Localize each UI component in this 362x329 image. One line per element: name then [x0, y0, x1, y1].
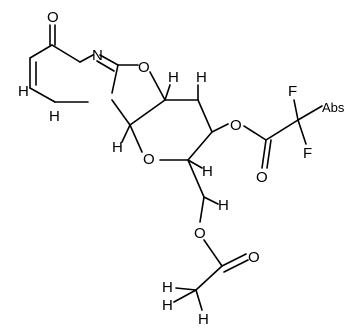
atom-h-c3a: H — [168, 69, 179, 86]
bond-ring — [111, 99, 131, 126]
atom-h-ring-bottom: H — [49, 108, 60, 125]
bond-acetyl-o — [203, 239, 223, 267]
bond-ch2-h — [203, 196, 219, 205]
bond-ring — [149, 71, 166, 101]
atom-o-acetyl-ester: O — [194, 225, 206, 242]
atom-h-methyl-c: H — [162, 297, 173, 314]
atom-h-methyl-b: H — [198, 311, 209, 328]
bond-acetyl-co-2 — [223, 259, 249, 273]
bond-ester — [243, 125, 267, 141]
bond-h — [121, 124, 131, 143]
bond-ring — [29, 44, 53, 59]
bond-cf3 — [265, 119, 299, 141]
atom-n-ring: N — [92, 47, 103, 64]
bond-ring — [79, 54, 94, 63]
bond-carbonyl-2 — [266, 139, 272, 169]
bond-ring-double — [99, 54, 119, 66]
bond-ring — [29, 87, 56, 103]
atom-o-acetyl-carbonyl: O — [248, 249, 260, 266]
atom-f-top: F — [288, 83, 297, 100]
bond-ester — [211, 123, 229, 133]
atom-o-tfa-ester: O — [230, 117, 242, 134]
bond-ch2 — [187, 159, 205, 198]
atom-h-ch2: H — [218, 197, 229, 214]
bond-ring — [197, 99, 213, 133]
bond-methyl-h — [195, 289, 203, 311]
bond-ring — [187, 131, 213, 161]
atom-o-tfa-carbonyl: O — [256, 169, 268, 186]
atom-h-c9a: H — [112, 139, 123, 156]
atom-h-c3: H — [196, 69, 207, 86]
atom-h-methyl-a: H — [162, 279, 173, 296]
bond-ring — [111, 64, 119, 94]
bond-cf — [293, 99, 299, 121]
bond-methyl-h — [175, 287, 197, 291]
bond-h — [187, 159, 203, 169]
bond-ring — [51, 44, 81, 63]
bond-ch2-o — [199, 196, 205, 223]
atom-o-furan: O — [143, 151, 155, 168]
bond-acetyl-co — [221, 253, 247, 267]
bond-ring-double — [96, 60, 115, 72]
atom-h-ring-left: H — [18, 83, 29, 100]
bond-methyl — [195, 265, 223, 291]
bond-cf — [297, 119, 307, 145]
bond-methyl-h — [173, 289, 197, 303]
atom-o-oxazole: O — [138, 59, 150, 76]
bond-ring — [129, 124, 143, 153]
bond-carbonyl — [261, 139, 267, 169]
bond-h — [164, 84, 171, 101]
atom-o-carbonyl: O — [47, 9, 59, 26]
atom-h-c2: H — [202, 163, 213, 180]
bond-ring — [129, 99, 166, 126]
bond-cf — [297, 105, 323, 121]
atom-f-bottom: F — [303, 145, 312, 162]
atom-f-right: Abs — [322, 100, 345, 115]
